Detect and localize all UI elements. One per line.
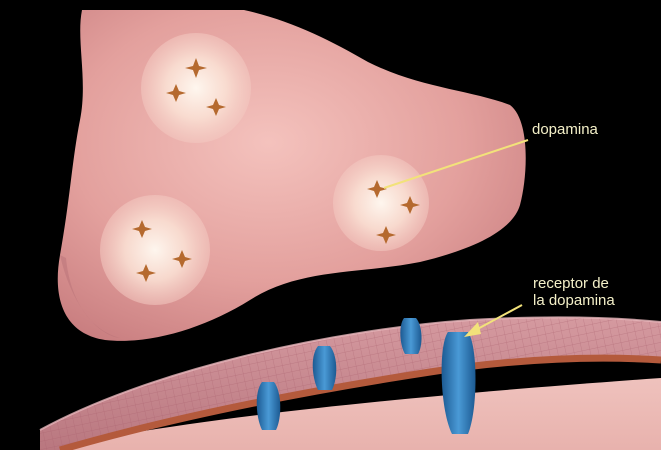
receptor-label: receptor de la dopamina (533, 275, 615, 309)
receptor-icon (400, 318, 421, 354)
receptor-icon (313, 346, 337, 390)
vesicle-top (141, 33, 251, 143)
dopamine-label: dopamina (532, 121, 598, 138)
receptor-label-line1: receptor de (533, 275, 615, 292)
receptor-label-line2: la dopamina (533, 292, 615, 309)
vesicle-left (100, 195, 210, 305)
vesicle-right (333, 155, 429, 251)
receptor-icon (257, 382, 281, 430)
